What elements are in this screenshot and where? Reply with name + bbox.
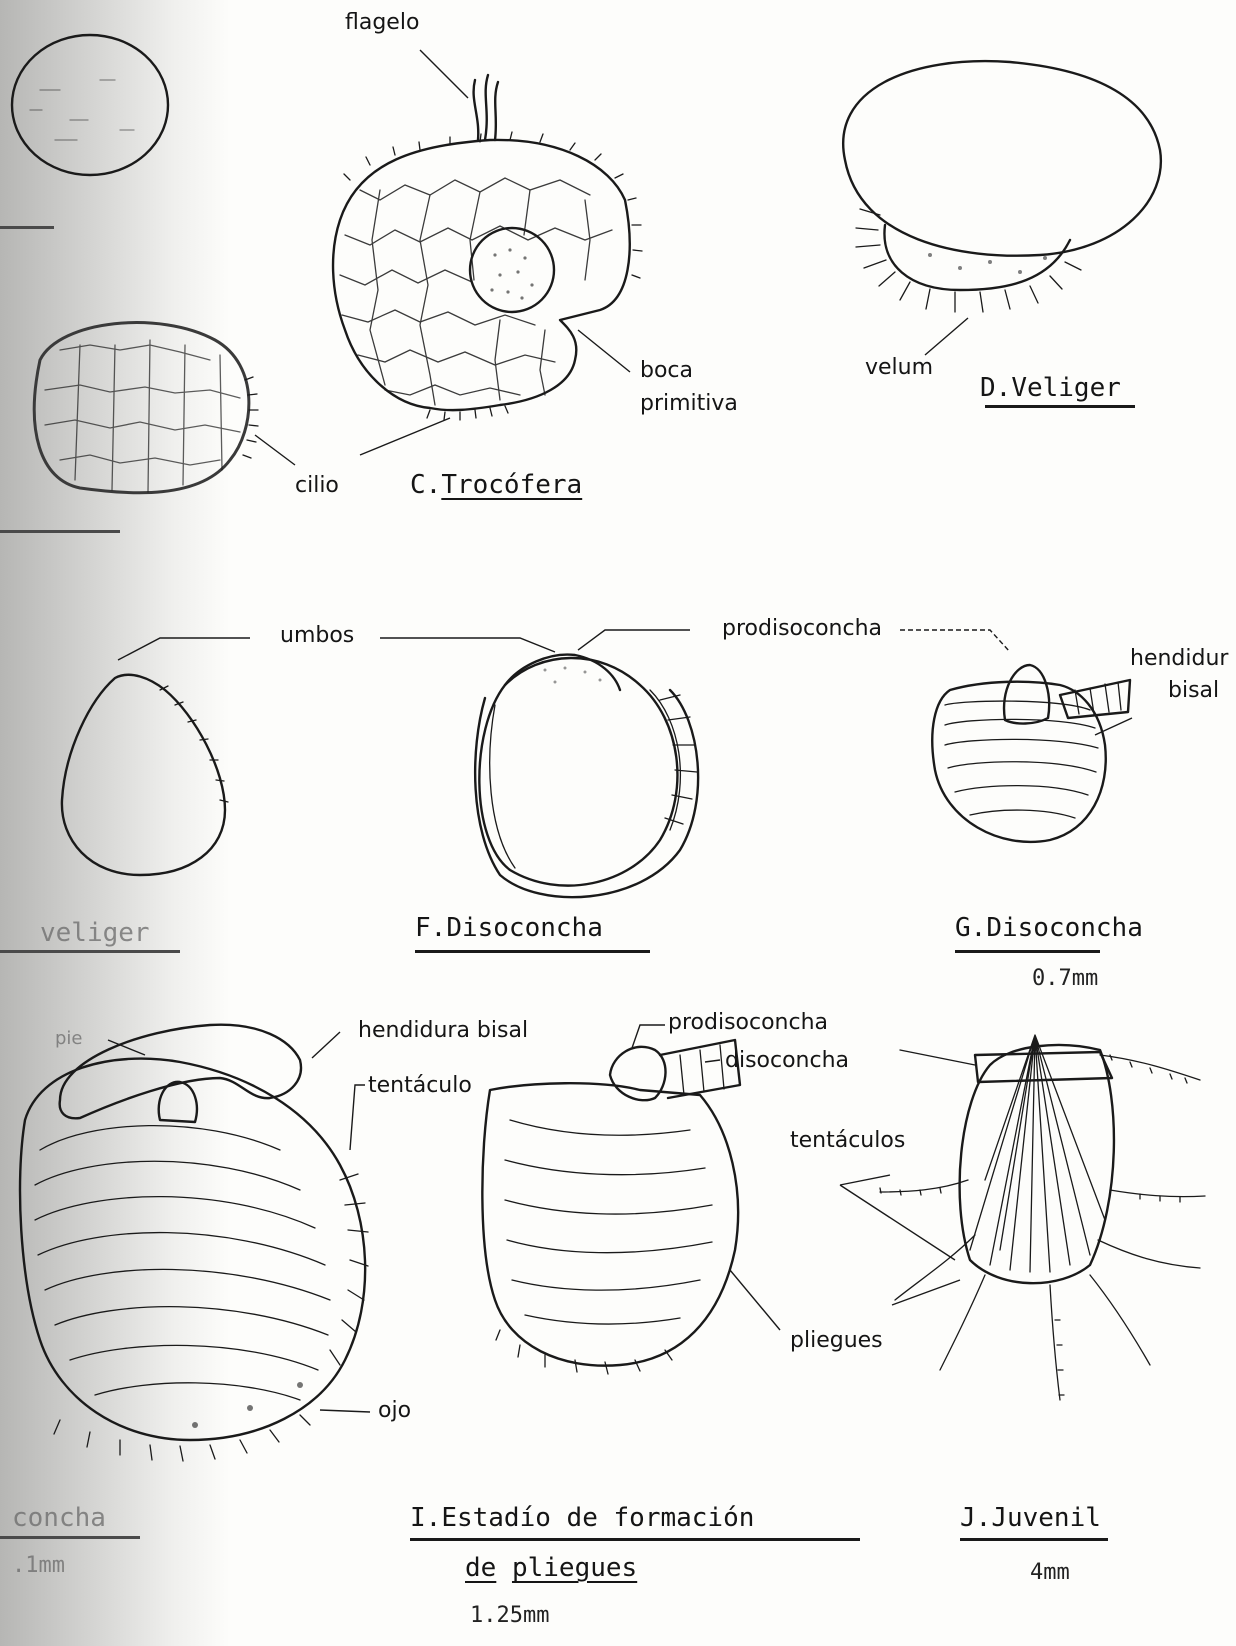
label-flagelo: flagelo [345,12,419,34]
stage-d-caption-underline [985,405,1135,408]
label-hendidura: hendidur [1130,648,1228,670]
stage-b-caption-underline [0,530,120,533]
stage-g-caption-underline [955,950,1100,953]
stage-b-gastrula-drawing [34,323,258,493]
label-ojo: ojo [378,1400,411,1422]
label-tentaculo: tentáculo [368,1075,472,1097]
stage-i-pleat-drawing [482,1040,740,1374]
label-umbos: umbos [280,625,354,647]
stage-a-egg-drawing [12,35,168,175]
caption-f: F.Disoconcha [415,915,603,941]
disoconcha-leader-i [705,1060,720,1062]
velum-leader [925,318,968,355]
label-prodisoconcha: prodisoconcha [722,618,882,640]
label-tentaculos: tentáculos [790,1130,905,1152]
caption-i: I.Estadío de formación [410,1505,754,1531]
stage-h-caption-underline [0,1536,140,1539]
caption-c: C.Trocófera [410,472,582,498]
stage-h-plantigrade-drawing [20,1025,368,1461]
stage-a-caption-underline [0,226,54,229]
hendidura-bisal-leader [312,1032,340,1058]
pliegues-leader-i [730,1270,780,1330]
label-boca: boca [640,360,693,382]
flagelo-leader [420,50,468,98]
stage-f-caption-underline [415,950,650,953]
boca-leader [578,330,630,372]
caption-i-line2: de pliegues [465,1555,637,1581]
label-bisal: bisal [1168,680,1219,702]
prodisoconcha-leader-left [578,630,690,650]
ojo-leader [320,1410,370,1412]
stage-d-veliger-drawing [843,61,1161,312]
caption-e: veliger [40,920,150,946]
umbos-leader-right [380,638,555,652]
caption-g-size: 0.7mm [1032,968,1098,990]
label-disoconcha-i: disoconcha [725,1050,849,1072]
label-pliegues: pliegues [790,1330,883,1352]
label-pie: pie [55,1030,83,1048]
umbos-leader-left [118,638,250,660]
pliegues-leader-j [892,1280,960,1305]
tentaculo-leader [350,1085,365,1150]
caption-i-size: 1.25mm [470,1605,549,1627]
caption-g: G.Disoconcha [955,915,1143,941]
stage-i-caption-underline [410,1538,860,1541]
stage-f-disoconcha-drawing [475,655,698,898]
label-primitiva: primitiva [640,393,738,415]
caption-d: D.Veliger [980,375,1121,401]
caption-j: J.Juvenil [960,1505,1101,1531]
label-cilio: cilio [295,475,339,497]
stage-g-disoconcha-drawing [932,665,1130,842]
cilio-leader [255,435,295,465]
caption-j-size: 4mm [1030,1562,1070,1584]
cilio-leader-c [360,418,450,455]
stage-j-juvenile-drawing [880,1035,1205,1400]
label-hendidura-bisal: hendidura bisal [358,1020,528,1042]
label-velum: velum [865,357,933,379]
stage-c-trochophore-drawing [333,75,642,420]
prodisoconcha-leader-right [900,630,1010,652]
stage-e-veliger-drawing [62,675,228,875]
label-prodisoconcha-i: prodisoconcha [668,1012,828,1034]
caption-h: concha [12,1505,106,1531]
stage-j-caption-underline [960,1538,1108,1541]
prodisoconcha-leader-i [632,1025,665,1048]
stage-e-caption-underline [0,950,180,953]
caption-h-size: .1mm [12,1555,65,1577]
